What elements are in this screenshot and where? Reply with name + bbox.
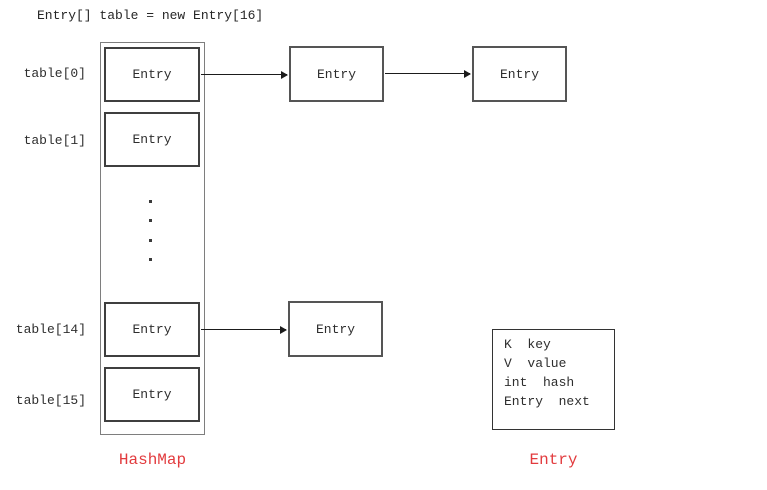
entry-field-value: V value <box>504 356 567 371</box>
array-declaration-text: Entry[] table = new Entry[16] <box>37 8 264 23</box>
index-label-table-15: table[15] <box>15 393 86 408</box>
bucket-node-1: Entry <box>104 112 200 167</box>
ellipsis-dot <box>149 219 152 222</box>
index-label-table-1: table[1] <box>23 133 86 148</box>
index-label-table-14: table[14] <box>15 322 86 337</box>
index-label-table-0: table[0] <box>23 66 86 81</box>
entry-field-next: Entry next <box>504 394 590 409</box>
entry-caption: Entry <box>529 451 578 469</box>
entry-field-key: K key <box>504 337 551 352</box>
bucket-node-14: Entry <box>104 302 200 357</box>
arrow-bucket14-to-node1 <box>201 326 287 334</box>
ellipsis-dot <box>149 200 152 203</box>
ellipsis-dot <box>149 239 152 242</box>
arrow-bucket0-to-node1 <box>201 71 288 79</box>
entry-struct-box: K key V value int hash Entry next <box>492 329 615 430</box>
bucket-node-15: Entry <box>104 367 200 422</box>
hashmap-caption: HashMap <box>118 451 187 469</box>
entry-field-hash: int hash <box>504 375 575 390</box>
chain-node-row14-1: Entry <box>288 301 383 357</box>
chain-node-row0-2: Entry <box>472 46 567 102</box>
chain-node-row0-1: Entry <box>289 46 384 102</box>
bucket-node-0: Entry <box>104 47 200 102</box>
ellipsis-dot <box>149 258 152 261</box>
arrow-node1-to-node2 <box>385 70 471 78</box>
